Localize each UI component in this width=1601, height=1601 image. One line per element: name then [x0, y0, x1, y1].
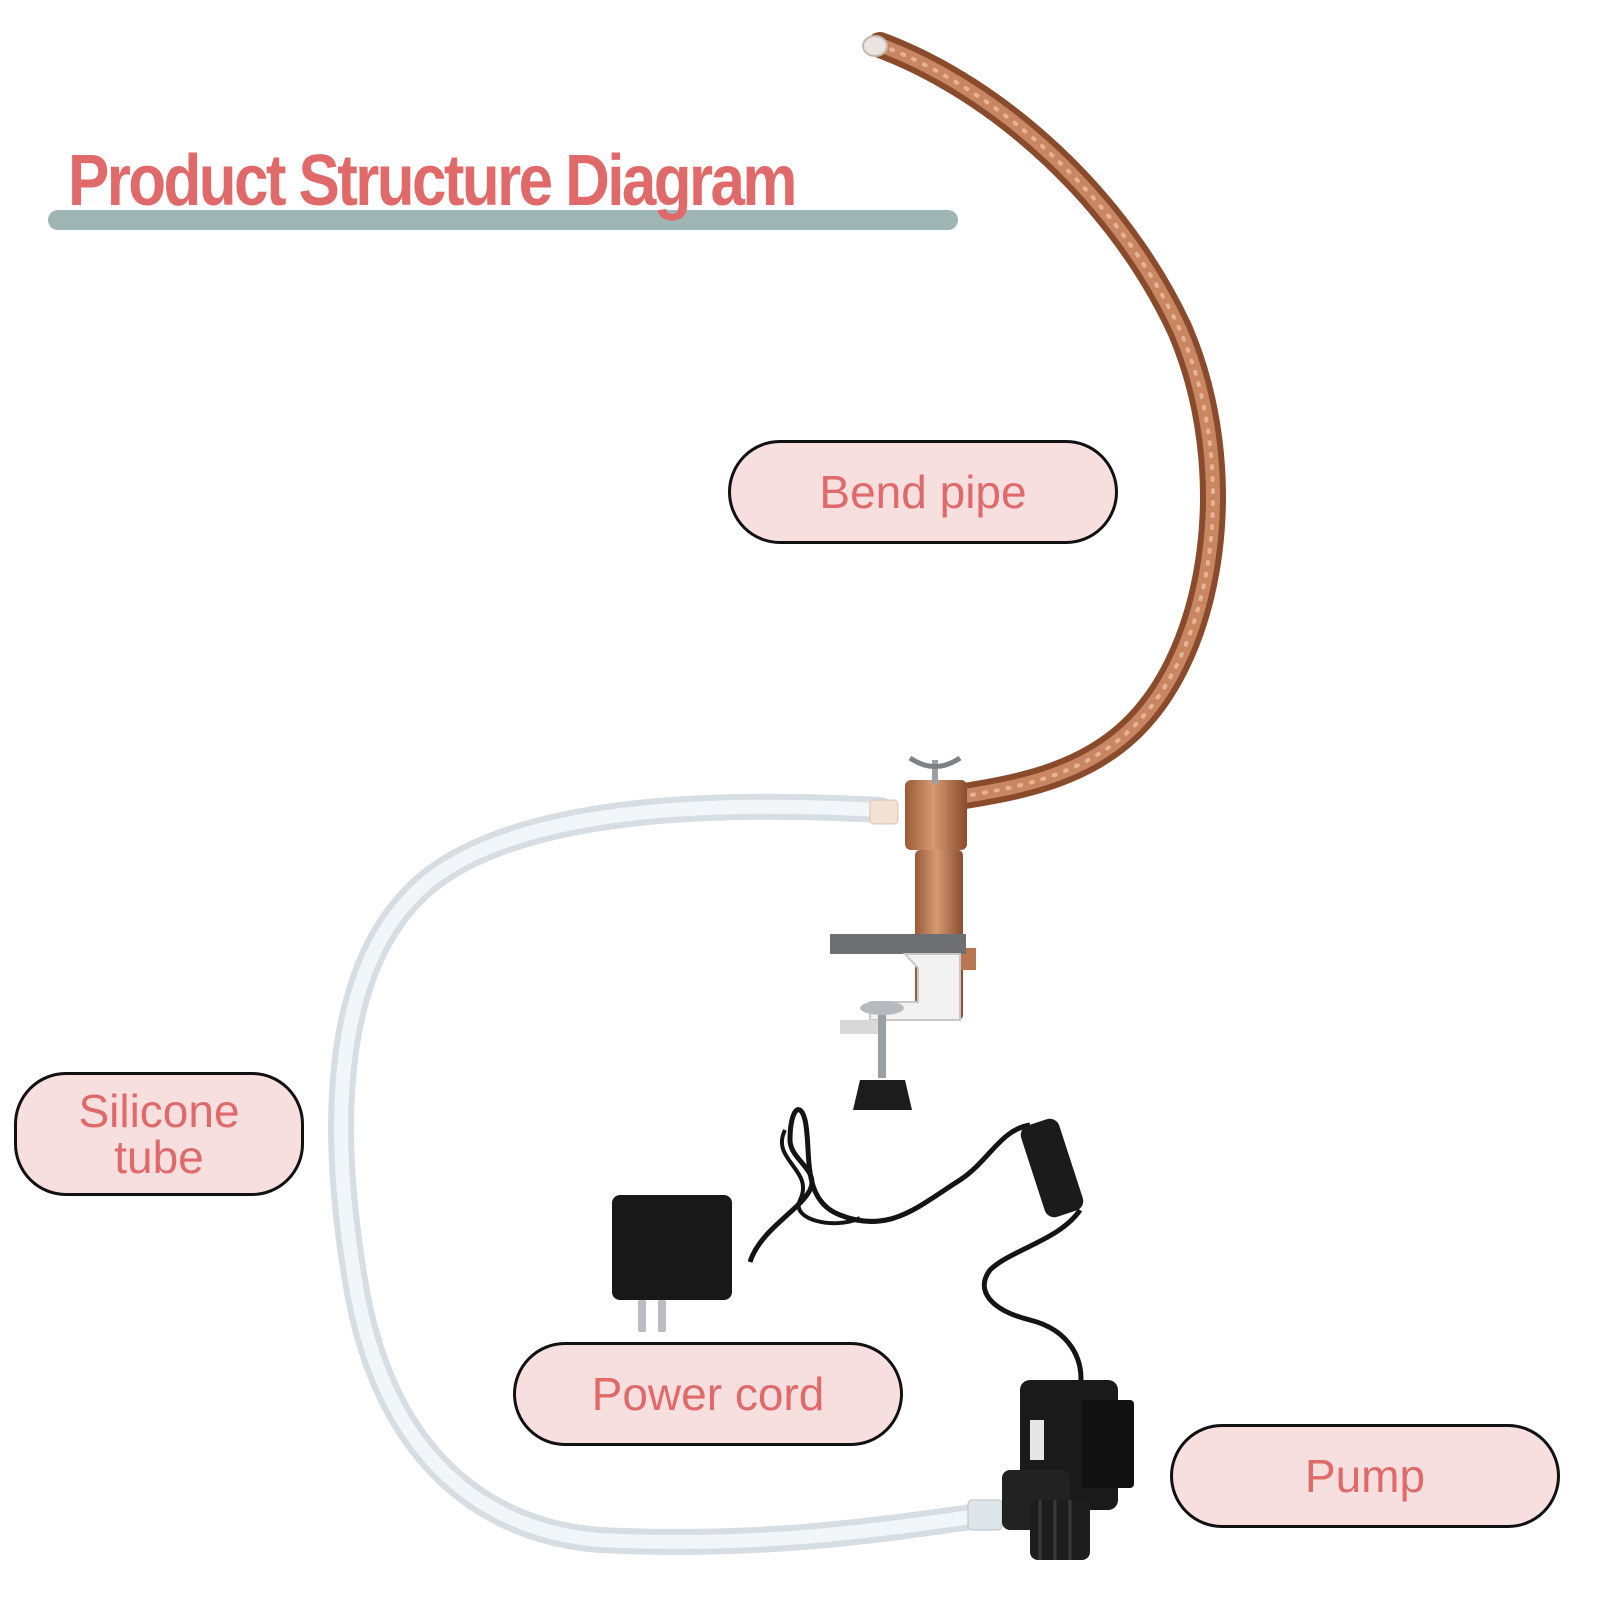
- silicone-tube-graphic: [328, 793, 1003, 1555]
- clamp-assembly-graphic: [830, 755, 976, 1110]
- power-cord-graphic: [612, 1107, 1084, 1391]
- label-power-cord: Power cord: [513, 1342, 903, 1446]
- label-pump-text: Pump: [1304, 1450, 1426, 1502]
- label-pump: Pump: [1170, 1424, 1560, 1528]
- label-silicone-tube-line1: Silicone: [78, 1085, 240, 1137]
- label-silicone-tube-line2: tube: [114, 1131, 204, 1183]
- title-underline-bar: [48, 210, 958, 230]
- pump-graphic: [1002, 1380, 1134, 1560]
- title-banner: Product Structure Diagram: [48, 140, 958, 240]
- bend-pipe-graphic: [862, 32, 1226, 813]
- label-bend-pipe: Bend pipe: [728, 440, 1118, 544]
- label-bend-pipe-text: Bend pipe: [819, 466, 1027, 518]
- label-silicone-tube: Silicone tube: [14, 1072, 304, 1196]
- label-power-cord-text: Power cord: [591, 1368, 825, 1420]
- page-title: Product Structure Diagram: [68, 141, 797, 221]
